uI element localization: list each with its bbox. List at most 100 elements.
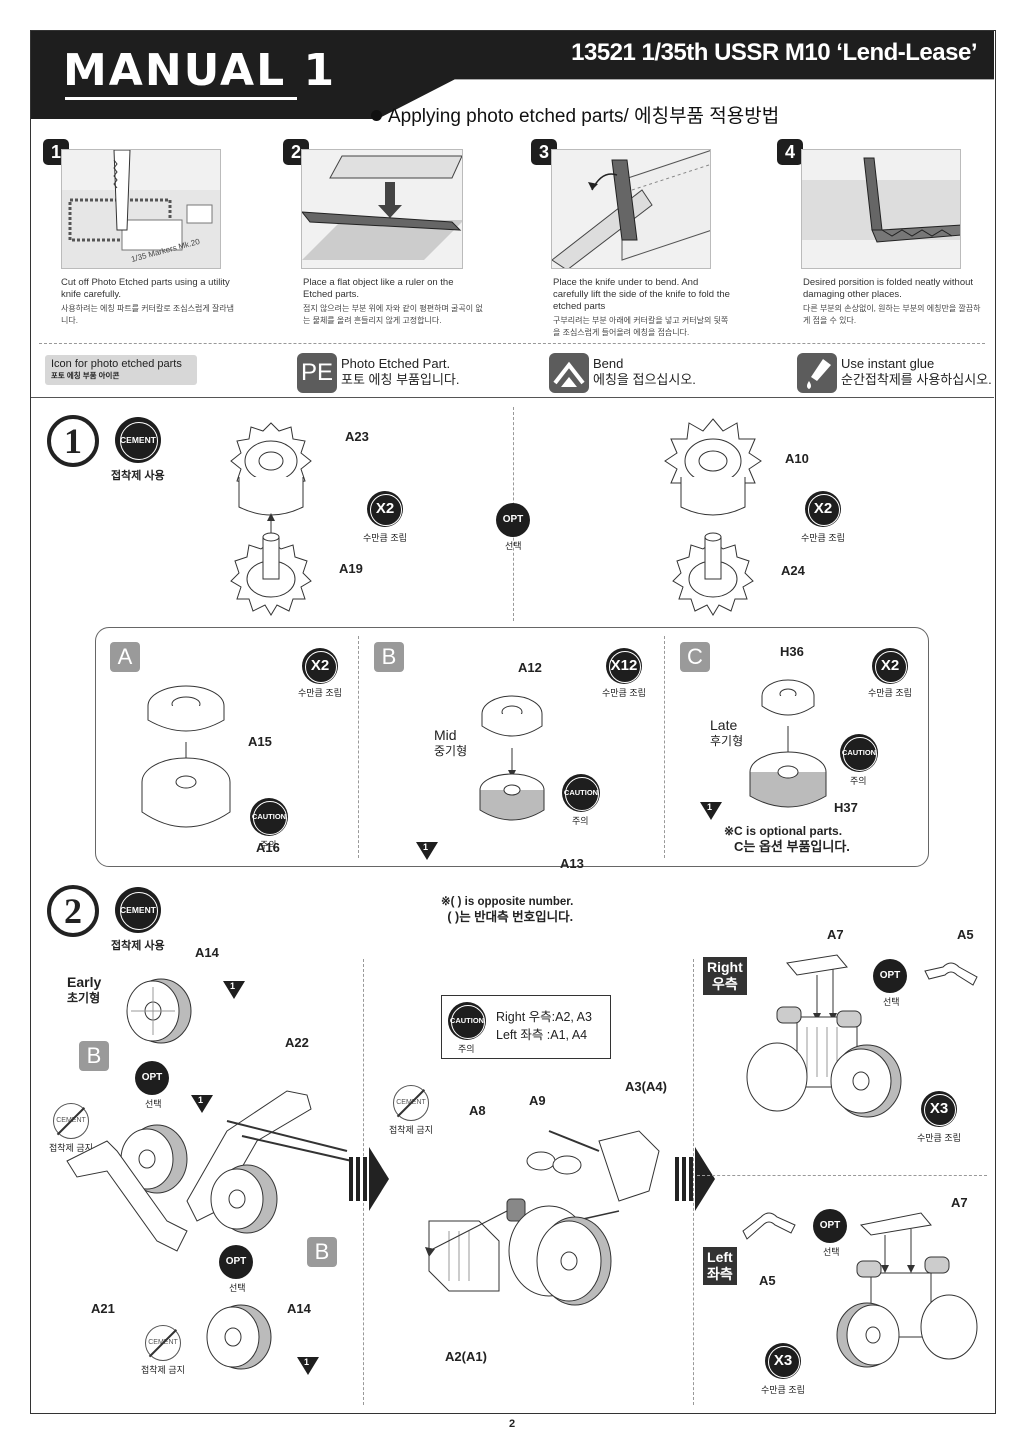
quantity-label: 수만큼 조립 [761,1385,805,1395]
part-label: H36 [780,644,804,659]
no-cement-icon: CEMENT [53,1103,89,1139]
pe-bend-marker-icon: 1 [700,802,722,820]
bracket-part-drawing [924,962,978,986]
wheel-b-drawing [479,695,545,821]
option-letter: B [307,1237,337,1267]
page-number: 2 [508,1418,516,1430]
part-label: H37 [834,800,858,815]
bogie-right-drawing [746,954,902,1118]
opt-icon: OPT [219,1245,253,1279]
caution-icon: CAUTION [840,734,878,772]
cement-label: 접착제 사용 [111,470,165,482]
cement-icon: CEMENT [115,887,161,933]
quantity-badge: X2 [805,491,841,527]
option-letter: B [79,1041,109,1071]
cement-label: 접착제 사용 [111,940,165,952]
opposite-number-note: ※( ) is opposite number. ( )는 반대측 번호입니다. [441,896,574,924]
part-label: A24 [781,563,805,578]
option-letter: A [110,642,140,672]
caution-label: 주의 [260,840,277,850]
quantity-badge: X3 [765,1343,801,1379]
quantity-label: 수만큼 조립 [363,533,407,543]
wheel-a-drawing [141,685,231,828]
pe-step-caption: Place the knife under to bend. And caref… [553,277,730,337]
next-step-arrow-icon [675,1147,715,1211]
part-label: A9 [529,1093,546,1108]
section-subtitle: Applying photo etched parts/ 에칭부품 적용방법 [371,101,779,128]
bullet-icon [371,110,382,121]
cement-icon: CEMENT [115,417,161,463]
opt-label: 선택 [883,997,900,1007]
part-label: A2(A1) [445,1349,487,1364]
wheel-drawing [206,1304,272,1370]
next-step-arrow-icon [349,1147,389,1211]
part-label: A14 [287,1301,311,1316]
divider [693,959,694,1405]
part-label: A16 [256,840,280,855]
option-letter: C [680,642,710,672]
caution-label: 주의 [572,816,589,826]
model-title: 13521 1/35th USSR M10 ‘Lend-Lease’ [571,39,977,66]
pe-step-caption: Desired porsition is folded neatly witho… [803,277,981,325]
bogie-left-drawing [836,1212,978,1368]
pe-bend-marker-icon: 1 [297,1357,319,1375]
quantity-badge: X2 [367,491,403,527]
caution-label: 주의 [458,1044,475,1054]
pe-step-caption: Cut off Photo Etched parts using a utili… [61,277,235,325]
opt-label: 선택 [145,1099,162,1109]
part-label: A19 [339,561,363,576]
pe-step-illustration: 1/35 Markers Mk.20 [61,149,221,269]
opt-label: 선택 [229,1283,246,1293]
part-label: A21 [91,1301,115,1316]
quantity-label: 수만큼 조립 [801,533,845,543]
manual-title: MANUAL 1 [63,45,337,96]
no-cement-label: 접착제 금지 [141,1365,185,1375]
part-label: A3(A4) [625,1079,667,1094]
option-letter: B [374,642,404,672]
part-label: A7 [951,1195,968,1210]
wheel-c-drawing [749,679,827,808]
quantity-label: 수만큼 조립 [298,688,342,698]
opt-icon: OPT [496,503,530,537]
part-label: A5 [957,927,974,942]
part-label: A23 [345,429,369,444]
section-divider [31,397,994,398]
part-label: A5 [759,1273,776,1288]
caution-label: 주의 [850,776,867,786]
no-cement-icon: CEMENT [393,1085,429,1121]
page-frame: MANUAL 1 13521 1/35th USSR M10 ‘Lend-Lea… [30,30,996,1414]
opt-label: 선택 [823,1247,840,1257]
quantity-badge: X12 [606,648,642,684]
pe-step-illustration [801,149,961,269]
ruler-pe-illustration [302,155,462,260]
title-underline [65,97,297,100]
quantity-badge: X2 [302,648,338,684]
opt-icon: OPT [135,1061,169,1095]
part-label: A8 [469,1103,486,1118]
pe-step-illustration [301,149,463,269]
folded-pe-illustration [802,157,960,243]
pe-step-caption: Place a flat object like a ruler on the … [303,277,483,325]
pe-bend-marker-icon: 1 [416,842,438,860]
quantity-badge: X3 [921,1091,957,1127]
quantity-badge: X2 [872,648,908,684]
quantity-label: 수만큼 조립 [868,688,912,698]
divider [664,636,665,858]
bend-icon [549,353,589,393]
pe-bend-marker-icon: 1 [223,981,245,999]
step-1-number: 1 [47,415,99,467]
glue-icon [797,353,837,393]
part-label: A10 [785,451,809,466]
pe-step-illustration [551,149,711,269]
bogie-assembly-drawing [425,1130,660,1306]
caution-icon: CAUTION [562,774,600,812]
part-label: A14 [195,945,219,960]
no-cement-label: 접착제 금지 [49,1143,93,1153]
sprocket-left-drawing [230,422,312,616]
divider [39,343,985,344]
opt-label: 선택 [505,541,522,551]
pe-step-number: 4 [777,139,803,165]
